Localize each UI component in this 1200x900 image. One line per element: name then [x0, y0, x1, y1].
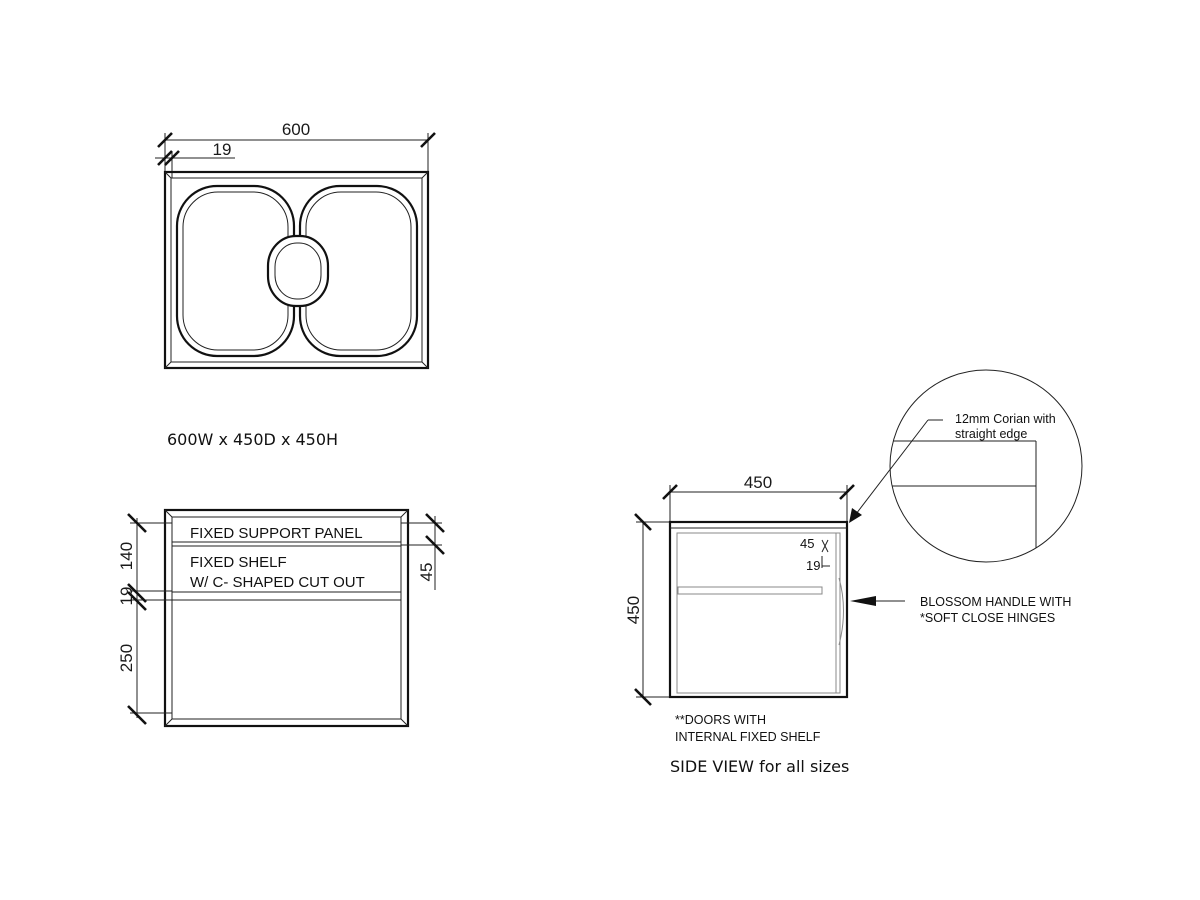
support-panel-label: FIXED SUPPORT PANEL — [190, 525, 363, 542]
size-caption: 600W x 450D x 450H — [167, 430, 338, 449]
dim-tick — [425, 535, 445, 555]
detail-arrow-line — [855, 419, 929, 515]
detail-circle-outline — [889, 369, 1083, 563]
dim-tick — [127, 513, 147, 533]
dim-19-label: 19 — [213, 140, 232, 159]
doors-note-2: INTERNAL FIXED SHELF — [675, 730, 821, 744]
doors-note-1: **DOORS WITH — [675, 713, 766, 727]
detail-circle: 12mm Corian with straight edge — [849, 369, 1083, 563]
dim-tick — [662, 484, 678, 500]
mitre-line — [400, 718, 409, 727]
side-panel-inner — [676, 532, 841, 694]
mitre-line — [421, 171, 429, 179]
dim-tick — [157, 132, 173, 148]
dim-19-side-label: 19 — [806, 558, 820, 573]
mitre-line — [421, 361, 429, 369]
mitre-line — [164, 509, 173, 518]
dim-45-side-label: 45 — [800, 536, 814, 551]
dim-19-front-label: 19 — [117, 587, 136, 606]
top-frame-outer — [163, 170, 430, 370]
detail-arrow-head — [849, 508, 862, 523]
shelf-label-2: W/ C- SHAPED CUT OUT — [190, 574, 365, 591]
handle-note-2: *SOFT CLOSE HINGES — [920, 611, 1055, 625]
dim-tick — [634, 513, 652, 531]
dim-tick — [127, 591, 147, 611]
side-view-caption: SIDE VIEW for all sizes — [670, 757, 849, 776]
handle-profile — [838, 577, 844, 646]
dim-tick — [839, 484, 855, 500]
dim-height-label: 450 — [624, 596, 643, 624]
side-view: 450 450 45 19 BLOSSOM HANDLE WITH *SOFT … — [624, 473, 1071, 776]
side-shelf — [677, 586, 823, 595]
dim-tick — [164, 150, 180, 166]
dim-45-label: 45 — [417, 563, 436, 582]
dim-tick — [127, 583, 147, 603]
dim-140-label: 140 — [117, 542, 136, 570]
top-frame-inner — [170, 177, 423, 363]
mitre-line — [164, 361, 172, 369]
dim-depth-label: 450 — [744, 473, 772, 492]
dim-tick — [420, 132, 436, 148]
dim-600-label: 600 — [282, 120, 310, 139]
dim-tick — [127, 705, 147, 725]
front-frame-inner — [171, 516, 402, 720]
side-carcass — [668, 520, 849, 699]
handle-arrow-head — [850, 596, 876, 606]
dim-tick — [634, 688, 652, 706]
dim-tick — [157, 150, 173, 166]
leader — [821, 539, 829, 553]
detail-note-2: straight edge — [955, 427, 1027, 441]
blossom-center-inner — [274, 242, 322, 300]
blossom-center-outer — [266, 234, 330, 308]
shelf-label-1: FIXED SHELF — [190, 554, 287, 571]
front-frame-outer — [163, 508, 410, 728]
mitre-line — [164, 718, 173, 727]
front-view: FIXED SUPPORT PANEL FIXED SHELF W/ C- SH… — [117, 508, 445, 728]
dim-250-label: 250 — [117, 644, 136, 672]
detail-note-1: 12mm Corian with — [955, 412, 1056, 426]
mitre-line — [164, 171, 172, 179]
dim-tick — [425, 513, 445, 533]
top-view: 600 19 — [155, 120, 436, 370]
handle-note-1: BLOSSOM HANDLE WITH — [920, 595, 1071, 609]
mitre-line — [400, 509, 409, 518]
